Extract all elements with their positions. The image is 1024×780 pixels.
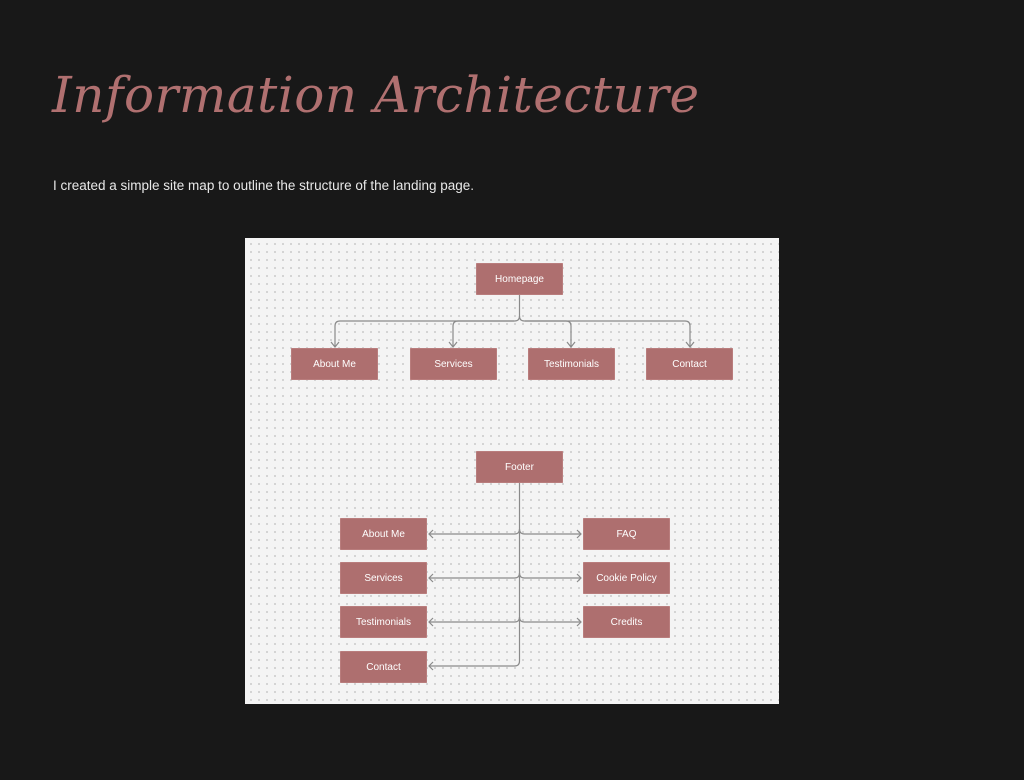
arrowheads (428, 529, 582, 671)
connector-homepage (518, 315, 691, 346)
connector-homepage (525, 320, 572, 346)
sitemap-diagram: Homepage About Me Services Testimonials … (245, 238, 779, 704)
node-footer: Footer (476, 451, 563, 483)
node-footer-testimonials: Testimonials (340, 606, 427, 638)
arrowheads (330, 341, 695, 348)
connectors (330, 295, 695, 671)
node-footer-contact: Contact (340, 651, 427, 683)
connector-footer (429, 528, 581, 535)
intro-text: I created a simple site map to outline t… (53, 178, 474, 193)
connector-footer (429, 483, 521, 667)
node-footer-credits: Credits (583, 606, 670, 638)
node-footer-about-me: About Me (340, 518, 427, 550)
node-about-me: About Me (291, 348, 378, 380)
node-footer-cookie-policy: Cookie Policy (583, 562, 670, 594)
connector-footer (429, 616, 581, 623)
node-testimonials: Testimonials (528, 348, 615, 380)
node-footer-services: Services (340, 562, 427, 594)
connector-homepage (452, 320, 514, 346)
node-footer-faq: FAQ (583, 518, 670, 550)
node-homepage: Homepage (476, 263, 563, 295)
connector-footer (429, 572, 581, 579)
node-services: Services (410, 348, 497, 380)
node-contact: Contact (646, 348, 733, 380)
page-title: Information Architecture (52, 66, 700, 124)
